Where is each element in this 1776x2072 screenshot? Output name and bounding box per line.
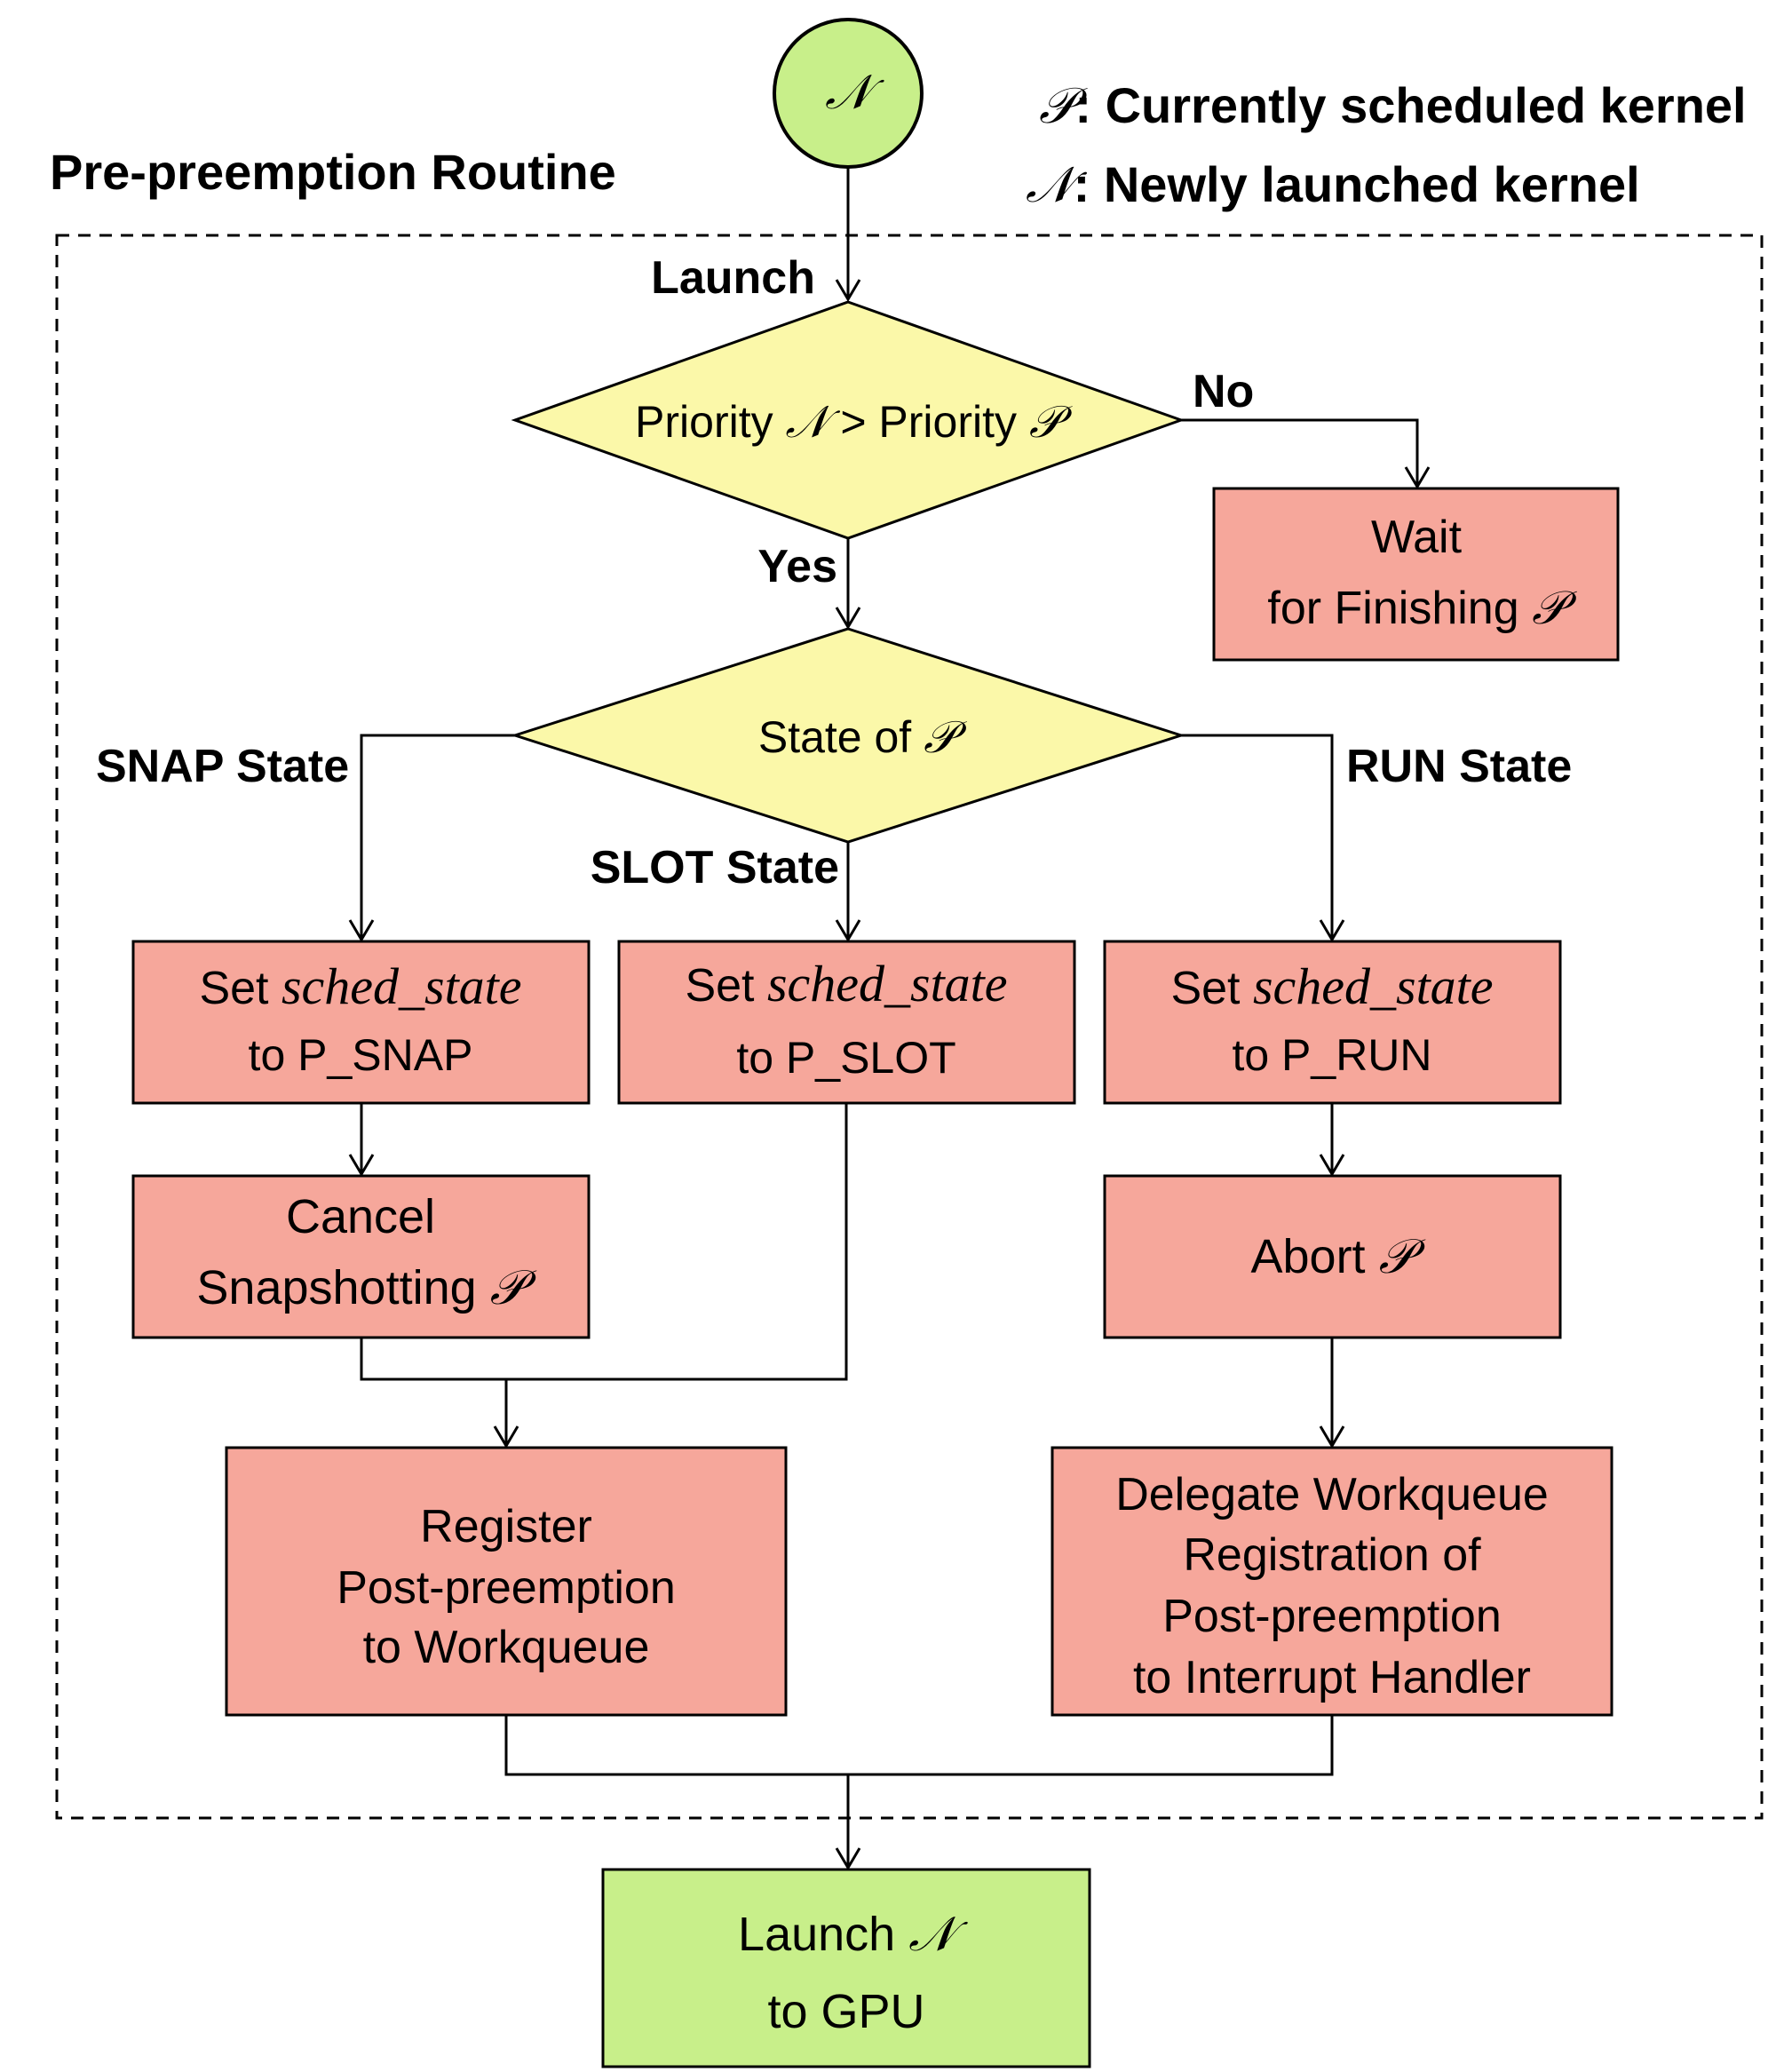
slot-state-label: SLOT State bbox=[591, 842, 839, 893]
edge-cancel-merge bbox=[360, 1103, 848, 1381]
launch-gpu-box: Launch 𝒩 to GPU bbox=[601, 1868, 1091, 2068]
state-text: State of bbox=[758, 712, 924, 762]
edge-run-branch bbox=[1181, 734, 1332, 940]
edge-final-merge bbox=[504, 1715, 1334, 1776]
register-box: Register Post-preemption to Workqueue bbox=[225, 1446, 788, 1717]
set-slot-box: Set sched_state to P_SLOT bbox=[617, 940, 1076, 1105]
abort-text-label: Abort bbox=[1250, 1230, 1378, 1283]
set-run-var: sched_state bbox=[1253, 957, 1494, 1015]
set-run-box: Set sched_state to P_RUN bbox=[1103, 940, 1562, 1105]
set-run-line2: to P_RUN bbox=[1232, 1030, 1431, 1080]
set-run-set: Set bbox=[1170, 963, 1253, 1014]
delegate-line3: Post-preemption bbox=[1162, 1591, 1502, 1642]
set-snap-box: Set sched_state to P_SNAP bbox=[131, 940, 591, 1105]
cancel-line2: Snapshotting 𝒫 bbox=[196, 1259, 536, 1315]
priority-gt: > bbox=[828, 397, 878, 447]
no-label: No bbox=[1193, 366, 1254, 417]
priority-text-b: Priority bbox=[878, 397, 1028, 447]
start-node: 𝒩 bbox=[773, 18, 924, 169]
abort-text: Abort 𝒫 bbox=[1250, 1228, 1425, 1284]
cancel-box: Cancel Snapshotting 𝒫 bbox=[131, 1174, 591, 1339]
register-line3: to Workqueue bbox=[363, 1622, 650, 1673]
legend-p-entry: 𝒫: Currently scheduled kernel bbox=[1039, 77, 1747, 135]
routine-boundary bbox=[55, 234, 1764, 1820]
launch-label: Launch bbox=[651, 252, 815, 304]
set-slot-var: sched_state bbox=[767, 955, 1008, 1012]
legend-n-text: : Newly launched kernel bbox=[1074, 156, 1640, 212]
wait-line2-text: for Finishing bbox=[1267, 583, 1532, 634]
edge-snap-branch bbox=[361, 734, 515, 940]
set-snap-line1: Set sched_state bbox=[199, 957, 521, 1015]
delegate-box: Delegate Workqueue Registration of Post-… bbox=[1051, 1446, 1613, 1717]
launch-gpu-text: Launch bbox=[738, 1908, 908, 1961]
set-snap-line2: to P_SNAP bbox=[249, 1030, 473, 1080]
priority-decision-text: Priority 𝒩 > Priority 𝒫 bbox=[635, 396, 1073, 448]
priority-decision: Priority 𝒩 > Priority 𝒫 bbox=[511, 300, 1185, 540]
wait-box: Wait for Finishing 𝒫 bbox=[1212, 487, 1620, 662]
set-slot-set: Set bbox=[685, 960, 767, 1012]
cancel-line2-text: Snapshotting bbox=[196, 1261, 489, 1314]
set-snap-set: Set bbox=[199, 963, 281, 1014]
delegate-line1: Delegate Workqueue bbox=[1115, 1469, 1549, 1520]
set-slot-line2: to P_SLOT bbox=[736, 1033, 955, 1083]
legend-n-entry: 𝒩: Newly launched kernel bbox=[1026, 156, 1640, 214]
abort-box: Abort 𝒫 bbox=[1103, 1174, 1562, 1339]
wait-line2: for Finishing 𝒫 bbox=[1267, 582, 1577, 635]
register-line1: Register bbox=[420, 1501, 592, 1552]
legend: 𝒫: Currently scheduled kernel 𝒩: Newly l… bbox=[1026, 77, 1747, 214]
set-snap-var: sched_state bbox=[281, 957, 522, 1015]
routine-title: Pre-preemption Routine bbox=[50, 144, 616, 200]
launch-gpu-line2: to GPU bbox=[767, 1985, 924, 2038]
edge-no-to-wait bbox=[1181, 418, 1417, 487]
snap-state-label: SNAP State bbox=[96, 741, 349, 792]
run-state-label: RUN State bbox=[1346, 741, 1572, 792]
set-slot-line1: Set sched_state bbox=[685, 955, 1007, 1012]
yes-label: Yes bbox=[757, 541, 837, 592]
launch-gpu-line1: Launch 𝒩 bbox=[738, 1906, 968, 1962]
state-decision-text: State of 𝒫 bbox=[758, 711, 967, 763]
wait-line1: Wait bbox=[1371, 512, 1463, 563]
priority-text-a: Priority bbox=[635, 397, 785, 447]
state-decision: State of 𝒫 bbox=[511, 627, 1185, 844]
set-run-line1: Set sched_state bbox=[1170, 957, 1493, 1015]
legend-p-text: : Currently scheduled kernel bbox=[1074, 77, 1746, 133]
cancel-line1: Cancel bbox=[286, 1190, 435, 1243]
register-line2: Post-preemption bbox=[337, 1562, 676, 1614]
delegate-line2: Registration of bbox=[1183, 1529, 1481, 1581]
delegate-line4: to Interrupt Handler bbox=[1133, 1652, 1531, 1703]
